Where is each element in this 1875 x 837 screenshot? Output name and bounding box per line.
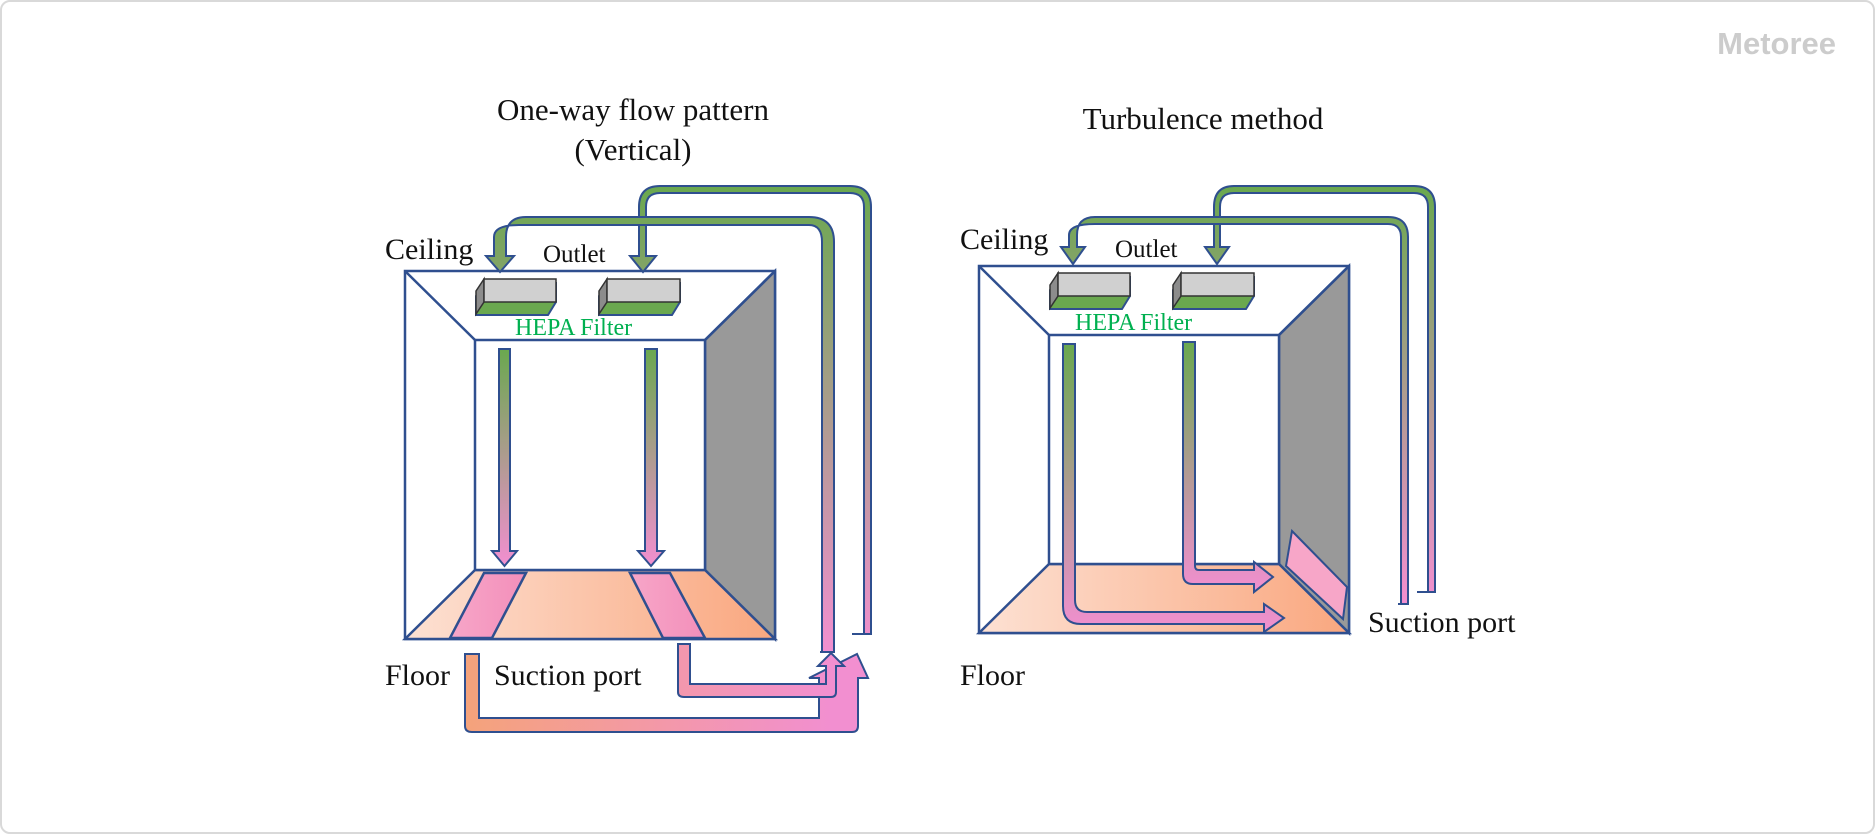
right-corner-line-top-left bbox=[978, 265, 1050, 336]
left-return-duct-inner-riser bbox=[483, 216, 835, 653]
left-hepa-unit-2 bbox=[598, 276, 681, 317]
left-return-duct-inner bbox=[677, 643, 847, 698]
right-ceiling-label: Ceiling bbox=[960, 223, 1048, 256]
left-floor-label: Floor bbox=[385, 659, 450, 692]
left-back-wall bbox=[473, 338, 707, 572]
right-title: Turbulence method bbox=[1083, 101, 1324, 136]
metoree-logo: Metoree bbox=[1717, 26, 1836, 61]
right-return-duct-outer bbox=[1203, 185, 1436, 593]
right-outlet-label: Outlet bbox=[1115, 236, 1178, 263]
right-back-wall bbox=[1047, 333, 1281, 566]
left-hepa-unit-1 bbox=[475, 276, 557, 317]
right-hepa-unit-2 bbox=[1172, 270, 1255, 311]
right-hepa-unit-1 bbox=[1049, 270, 1131, 311]
left-return-duct-outer bbox=[464, 652, 870, 733]
left-downflow-arrow-2 bbox=[635, 348, 667, 568]
left-ceiling-label: Ceiling bbox=[385, 233, 473, 266]
left-suction-slot-2 bbox=[627, 571, 708, 640]
left-title-line2: (Vertical) bbox=[574, 132, 691, 167]
left-downflow-arrow-1 bbox=[489, 348, 520, 568]
left-return-duct-outer-riser bbox=[627, 185, 872, 635]
left-corner-line-top-left bbox=[404, 270, 476, 341]
right-corner-line-top-right bbox=[1278, 265, 1350, 336]
left-corner-line-top-right bbox=[704, 270, 776, 341]
left-hepa-filter-label: HEPA Filter bbox=[515, 315, 632, 341]
right-panel-turbulence: Turbulence method Ceiling Outlet HEP bbox=[960, 101, 1516, 692]
left-title-line1: One-way flow pattern bbox=[497, 92, 770, 127]
right-return-duct-inner bbox=[1059, 216, 1409, 605]
left-suction-slot-1 bbox=[447, 571, 529, 640]
left-panel-one-way-flow: One-way flow pattern (Vertical) bbox=[385, 92, 872, 733]
left-suction-port-label: Suction port bbox=[494, 659, 642, 692]
right-suction-port-panel bbox=[1284, 528, 1349, 622]
right-turbulent-arrow-2 bbox=[1182, 341, 1275, 595]
right-suction-port-label: Suction port bbox=[1368, 606, 1516, 639]
left-outlet-label: Outlet bbox=[543, 241, 606, 268]
right-turbulent-arrow-1 bbox=[1062, 343, 1286, 634]
right-floor-label: Floor bbox=[960, 659, 1025, 692]
right-hepa-filter-label: HEPA Filter bbox=[1075, 310, 1192, 336]
